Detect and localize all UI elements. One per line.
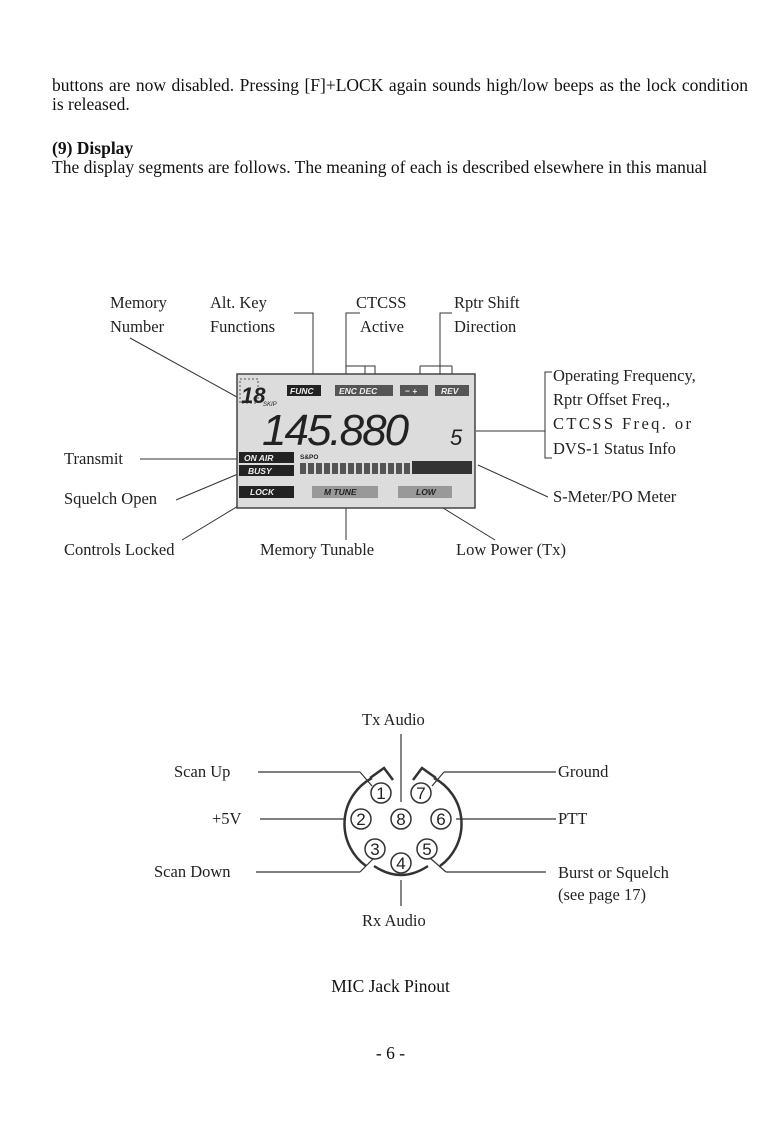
label-op-freq-3: CTCSS Freq. or xyxy=(553,414,694,433)
label-ctcss: CTCSS xyxy=(356,293,407,312)
lcd-meter-label: S&PO xyxy=(300,454,318,461)
label-functions: Functions xyxy=(210,317,276,336)
label-active: Active xyxy=(360,317,404,336)
lcd-skip: SKIP xyxy=(263,402,277,408)
label-low-power: Low Power (Tx) xyxy=(456,540,566,559)
lcd-rev: REV xyxy=(441,386,460,396)
lcd-busy: BUSY xyxy=(248,466,273,476)
label-number: Number xyxy=(110,317,165,336)
mic-label-burst: Burst or Squelch xyxy=(558,863,669,882)
intro-paragraph: buttons are now disabled. Pressing [F]+L… xyxy=(52,75,748,114)
lcd-freq-suffix: 5 xyxy=(450,425,463,450)
mic-jack-diagram: 1 2 3 4 5 6 7 8 xyxy=(256,734,556,906)
mic-label-see-page: (see page 17) xyxy=(558,885,646,904)
mic-label-scan-up: Scan Up xyxy=(174,762,231,781)
mic-pin-8: 8 xyxy=(396,810,405,829)
mic-pin-3: 3 xyxy=(370,840,379,859)
lcd-on-air: ON AIR xyxy=(244,453,274,463)
lcd-frequency: 145.880 xyxy=(262,406,410,455)
mic-label-ptt: PTT xyxy=(558,809,588,828)
label-s-meter: S-Meter/PO Meter xyxy=(553,487,677,506)
label-transmit: Transmit xyxy=(64,449,123,468)
mic-pin-6: 6 xyxy=(436,810,445,829)
label-rptr-shift: Rptr Shift xyxy=(454,293,520,312)
lcd-display: 18 SKIP FUNC ENC DEC − + REV 145.880 5 O… xyxy=(236,373,476,509)
lcd-memory-channel: 18 xyxy=(241,383,266,408)
mic-pin-5: 5 xyxy=(422,840,431,859)
label-op-freq-4: DVS-1 Status Info xyxy=(553,439,676,458)
label-op-freq-2: Rptr Offset Freq., xyxy=(553,390,671,409)
label-memory-tunable: Memory Tunable xyxy=(260,540,375,559)
label-op-freq-1: Operating Frequency, xyxy=(553,366,696,385)
section-body: The display segments are follows. The me… xyxy=(52,157,708,177)
mic-pin-4: 4 xyxy=(396,854,405,873)
mic-label-rx-audio: Rx Audio xyxy=(362,911,426,930)
label-controls-locked: Controls Locked xyxy=(64,540,175,559)
mic-pin-1: 1 xyxy=(376,784,385,803)
page-number: - 6 - xyxy=(375,1043,406,1063)
lcd-m-tune: M TUNE xyxy=(324,487,357,497)
label-direction: Direction xyxy=(454,317,517,336)
section-heading: (9) Display xyxy=(52,138,134,158)
mic-pin-7: 7 xyxy=(416,784,425,803)
lcd-shift-signs: − + xyxy=(405,386,417,396)
mic-label-5v: +5V xyxy=(212,809,242,828)
mic-pin-2: 2 xyxy=(356,810,365,829)
label-squelch-open: Squelch Open xyxy=(64,489,158,508)
lcd-func: FUNC xyxy=(290,386,314,396)
lcd-meter-bars xyxy=(300,461,472,474)
mic-caption: MIC Jack Pinout xyxy=(331,976,450,996)
lcd-low: LOW xyxy=(416,487,437,497)
mic-label-ground: Ground xyxy=(558,762,609,781)
lcd-lock: LOCK xyxy=(250,487,275,497)
mic-label-tx-audio: Tx Audio xyxy=(362,710,425,729)
label-alt-key: Alt. Key xyxy=(210,293,267,312)
mic-label-scan-down: Scan Down xyxy=(154,862,231,881)
label-memory: Memory xyxy=(110,293,167,312)
lcd-enc-dec: ENC DEC xyxy=(339,386,378,396)
